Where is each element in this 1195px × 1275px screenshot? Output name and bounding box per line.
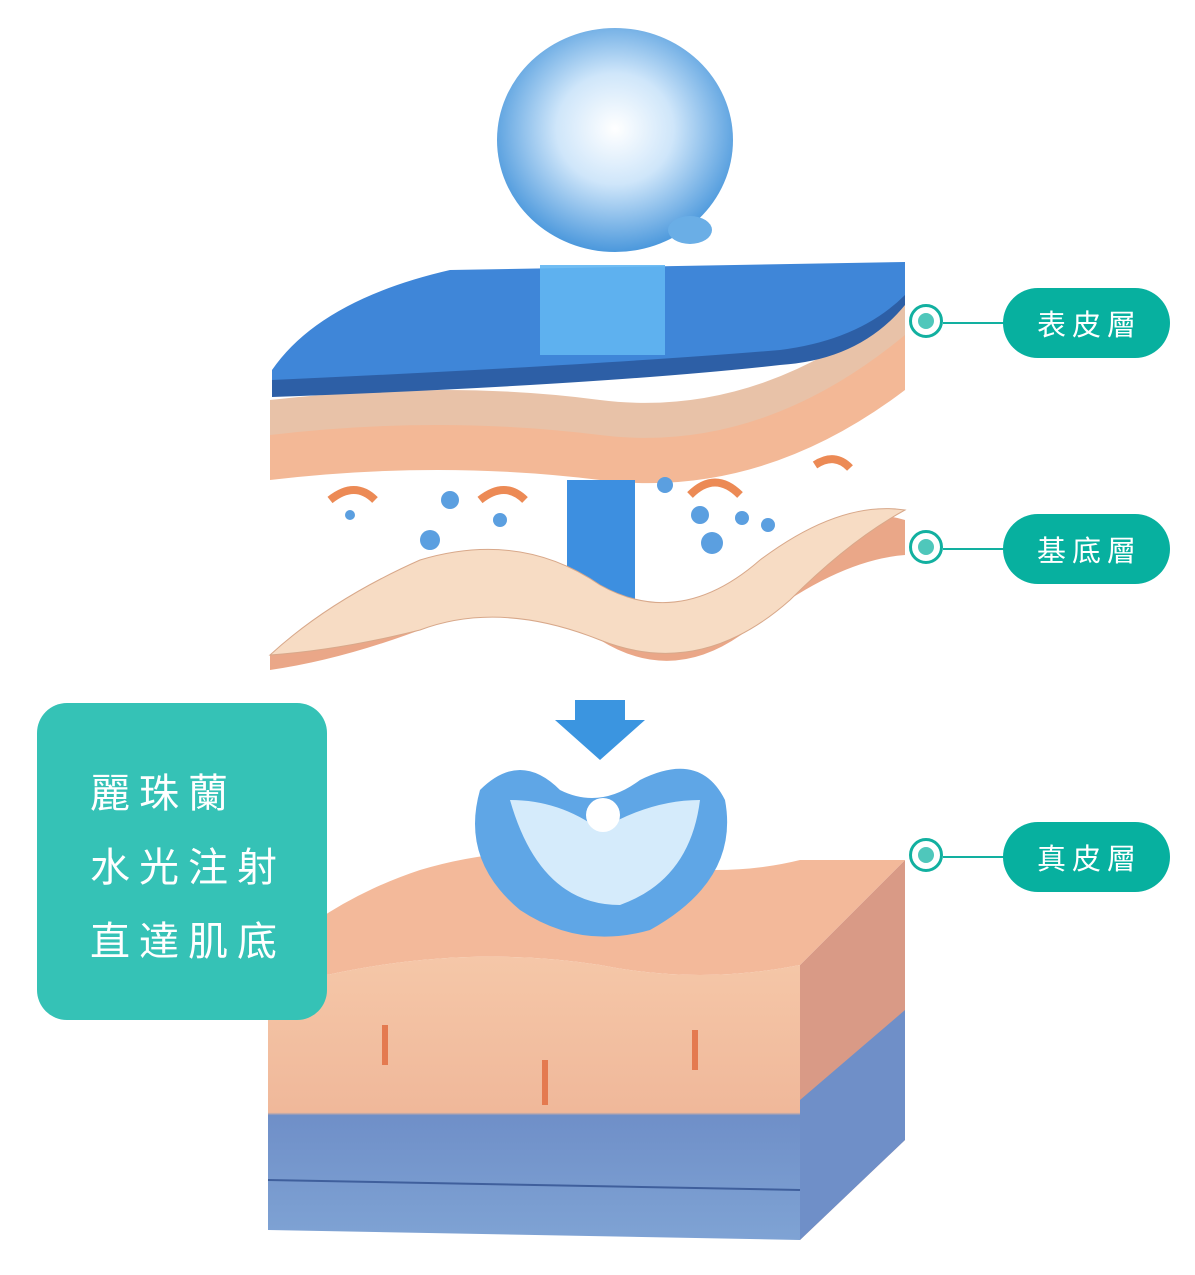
headline-line-3: 直達肌底 (90, 919, 286, 965)
leader-line (943, 856, 1005, 858)
leader-line (943, 322, 1005, 324)
callout-dermis: 真皮層 (905, 822, 1175, 894)
absorption-arrows (382, 1025, 698, 1105)
label-basal: 基底層 (1003, 514, 1170, 584)
headline-line-1: 麗珠蘭 (90, 771, 237, 817)
headline-line-2: 水光注射 (90, 845, 286, 891)
label-dermis: 真皮層 (1003, 822, 1170, 892)
water-droplet-icon (497, 28, 733, 252)
arrow-down-icon (555, 700, 645, 760)
arrow-icons (327, 455, 853, 504)
callout-epidermis: 表皮層 (905, 288, 1175, 360)
basal-layer (268, 508, 907, 670)
gel-droplet-icon (475, 768, 728, 937)
leader-line (943, 548, 1005, 550)
epidermis-layer (270, 262, 905, 484)
headline-box: 麗珠蘭 水光注射 直達肌底 (37, 703, 327, 1020)
marker-dot-icon (909, 530, 943, 564)
marker-dot-icon (909, 304, 943, 338)
callout-basal: 基底層 (905, 514, 1175, 586)
dermis-block (267, 852, 905, 1240)
label-epidermis: 表皮層 (1003, 288, 1170, 358)
marker-dot-icon (909, 838, 943, 872)
